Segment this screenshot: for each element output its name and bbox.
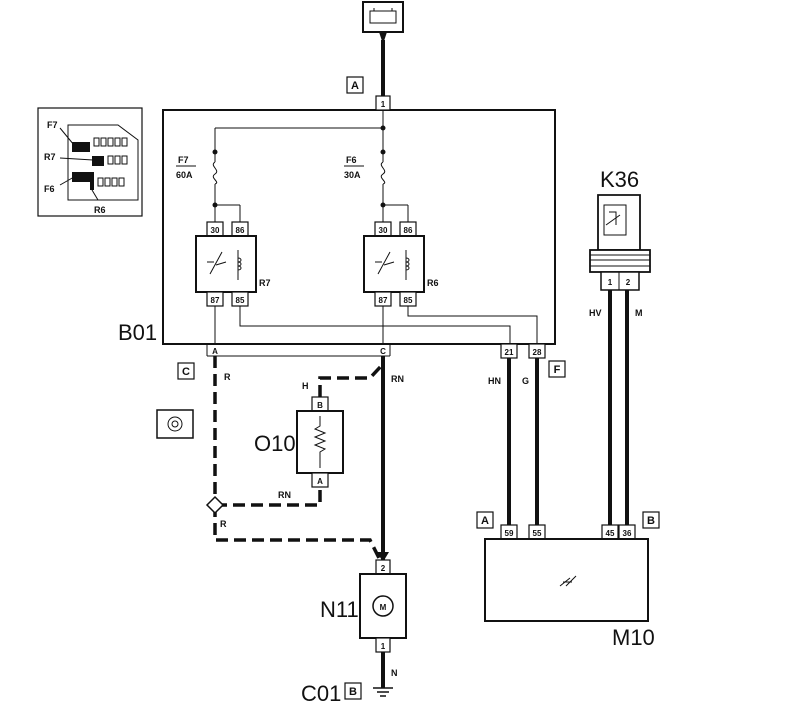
svg-text:30: 30 [379,226,388,235]
wire-r-return [213,505,382,561]
fuse-location-inset [37,107,143,217]
svg-text:G: G [522,376,529,386]
battery-icon [362,1,404,33]
fuse-f7-label: F7 [178,155,189,165]
svg-text:A: A [317,477,323,486]
fuse-f6-rating: 30A [344,170,361,180]
svg-text:87: 87 [211,296,220,305]
svg-text:87: 87 [379,296,388,305]
svg-text:86: 86 [404,226,413,235]
splice-point [205,495,225,515]
svg-text:M: M [380,603,387,612]
svg-text:1: 1 [608,278,613,287]
ecu-m10 [484,538,649,622]
svg-text:85: 85 [236,296,245,305]
svg-text:H: H [302,381,309,391]
connector-label: F [554,364,561,376]
relay-r7-label: R7 [259,278,271,288]
wire-rn-resistor [215,488,322,507]
svg-text:R6: R6 [94,205,106,215]
relay-r6 [363,204,425,307]
fuse-box-label: B01 [118,320,157,345]
svg-text:B: B [349,686,357,698]
svg-text:N: N [391,668,398,678]
svg-text:B: B [647,515,655,527]
connector-label: A [351,80,359,92]
motor-icon: M [372,595,394,617]
fan-motor-n11 [359,573,407,639]
fan-motor-label: N11 [320,597,359,622]
svg-text:A: A [212,347,218,356]
ground-icon [373,687,393,697]
svg-text:RN: RN [278,490,291,500]
svg-text:M: M [635,308,643,318]
fuse-f7-rating: 60A [176,170,193,180]
fuse-f6-label: F6 [346,155,357,165]
svg-text:HN: HN [488,376,501,386]
resistor-icon [313,416,327,468]
svg-text:F6: F6 [44,184,55,194]
wire-h [318,362,385,397]
fuse-f7 [211,161,219,185]
arrow-icon [379,32,387,44]
svg-text:R: R [224,372,231,382]
svg-text:F7: F7 [47,120,58,130]
svg-text:C: C [380,347,386,356]
svg-text:A: A [481,515,489,527]
pin-label: 1 [381,100,386,109]
svg-text:RN: RN [391,374,404,384]
svg-text:R7: R7 [44,152,56,162]
fuse-f6 [379,161,387,185]
svg-text:21: 21 [505,348,514,357]
svg-text:45: 45 [606,529,615,538]
relay-r6-label: R6 [427,278,439,288]
svg-text:R: R [220,519,227,529]
resistor-label: O10 [254,431,296,456]
svg-text:85: 85 [404,296,413,305]
ecu-label: M10 [612,625,655,650]
ground-label: C01 [301,681,341,706]
svg-text:HV: HV [589,308,602,318]
svg-text:2: 2 [626,278,631,287]
svg-text:55: 55 [533,529,542,538]
injector-icon [559,575,577,587]
sensor-k36 [589,194,651,291]
svg-text:86: 86 [236,226,245,235]
svg-text:36: 36 [623,529,632,538]
relay-r7 [195,204,257,307]
svg-text:30: 30 [211,226,220,235]
svg-text:B: B [317,401,323,410]
svg-text:59: 59 [505,529,514,538]
temperature-sensor-icon [156,409,194,439]
sensor-label: K36 [600,167,639,192]
svg-text:28: 28 [533,348,542,357]
svg-text:1: 1 [381,642,386,651]
connector-label: C [182,366,190,378]
svg-text:2: 2 [381,564,386,573]
